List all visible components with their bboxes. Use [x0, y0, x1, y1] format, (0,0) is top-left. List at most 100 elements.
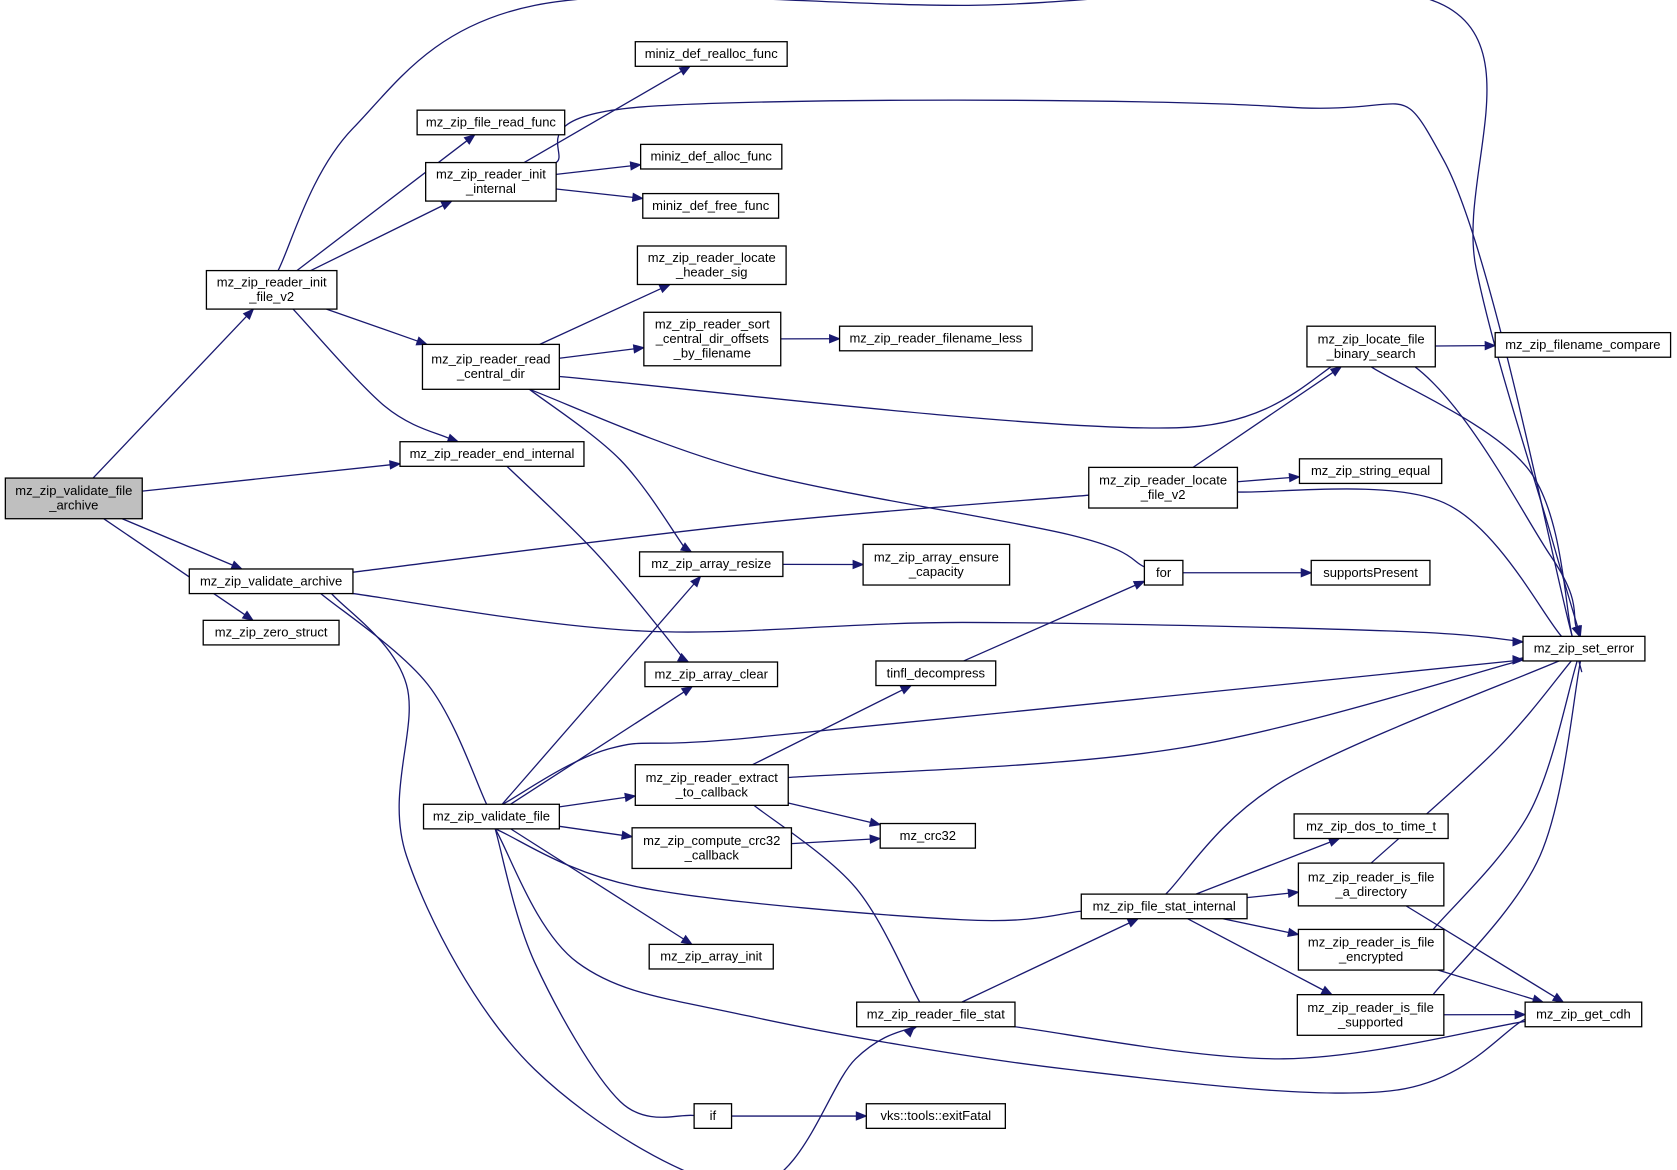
node-set_error[interactable]: mz_zip_set_error [1522, 635, 1646, 662]
node-label: mz_zip_reader_extract [646, 770, 779, 785]
node-is_dir[interactable]: mz_zip_reader_is_file_a_directory [1297, 862, 1445, 907]
node-for[interactable]: for [1143, 559, 1184, 586]
node-box[interactable] [1088, 466, 1239, 509]
node-box[interactable] [1143, 559, 1184, 586]
node-box[interactable] [875, 660, 997, 687]
node-box[interactable] [425, 161, 557, 202]
node-is_sup[interactable]: mz_zip_reader_is_file_supported [1296, 993, 1445, 1036]
node-str_equal[interactable]: mz_zip_string_equal [1298, 458, 1443, 485]
node-box[interactable] [862, 543, 1011, 586]
node-box[interactable] [648, 943, 774, 970]
node-box[interactable] [188, 568, 354, 595]
node-box[interactable] [636, 245, 787, 286]
node-get_cdh[interactable]: mz_zip_get_cdh [1524, 1001, 1643, 1028]
node-box[interactable] [416, 109, 566, 136]
node-validate_file[interactable]: mz_zip_validate_file [422, 803, 561, 830]
node-box[interactable] [865, 1103, 1006, 1129]
node-box[interactable] [634, 764, 789, 806]
node-box[interactable] [644, 661, 779, 688]
node-root[interactable]: mz_zip_validate_file_archive [4, 477, 143, 520]
node-box[interactable] [1522, 635, 1646, 662]
node-zero_struct[interactable]: mz_zip_zero_struct [202, 619, 340, 646]
node-box[interactable] [399, 441, 585, 467]
node-init_internal[interactable]: mz_zip_reader_init_internal [425, 161, 557, 202]
node-box[interactable] [638, 551, 784, 578]
node-box[interactable] [1306, 325, 1436, 368]
node-box[interactable] [1297, 928, 1445, 971]
node-label: _callback [684, 847, 740, 862]
node-box[interactable] [421, 343, 561, 390]
node-locate_hdr[interactable]: mz_zip_reader_locate_header_sig [636, 245, 787, 286]
node-array_init[interactable]: mz_zip_array_init [648, 943, 774, 970]
edge-file_stat-to-stat_internal [961, 922, 1130, 1003]
node-box[interactable] [205, 269, 338, 310]
node-label: mz_zip_array_resize [651, 556, 771, 571]
node-is_enc[interactable]: mz_zip_reader_is_file_encrypted [1297, 928, 1445, 971]
node-box[interactable] [639, 143, 783, 170]
node-stat_internal[interactable]: mz_zip_file_stat_internal [1080, 893, 1248, 920]
edge-file_stat-to-get_cdh [994, 1017, 1547, 1060]
node-dos_time[interactable]: mz_zip_dos_to_time_t [1293, 813, 1449, 840]
node-box[interactable] [1297, 862, 1445, 907]
node-crc32[interactable]: mz_crc32 [879, 822, 977, 849]
arrowhead-stat_internal-to-is_sup [1320, 985, 1334, 996]
node-supports[interactable]: supportsPresent [1310, 559, 1431, 586]
node-box[interactable] [856, 1001, 1016, 1028]
node-array_ensure[interactable]: mz_zip_array_ensure_capacity [862, 543, 1011, 586]
node-file_read_func[interactable]: mz_zip_file_read_func [416, 109, 566, 136]
node-box[interactable] [422, 803, 561, 830]
node-fname_less[interactable]: mz_zip_reader_filename_less [838, 325, 1033, 352]
node-crc32_cb[interactable]: mz_zip_compute_crc32_callback [631, 827, 793, 870]
node-validate_archive[interactable]: mz_zip_validate_archive [188, 568, 354, 595]
node-array_clear[interactable]: mz_zip_array_clear [644, 661, 779, 688]
arrowhead-validate_file-to-extract_cb [624, 792, 637, 803]
node-bsearch[interactable]: mz_zip_locate_file_binary_search [1306, 325, 1436, 368]
node-box[interactable] [879, 822, 977, 849]
arrowhead-extract_cb-to-set_error [1512, 655, 1525, 665]
node-box[interactable] [634, 41, 788, 67]
node-read_cdir[interactable]: mz_zip_reader_read_central_dir [421, 343, 561, 390]
node-box[interactable] [202, 619, 340, 646]
arrowhead-locate_v2-to-str_equal [1288, 472, 1301, 483]
node-box[interactable] [1298, 458, 1443, 485]
node-box[interactable] [643, 311, 782, 367]
node-label: mz_zip_validate_file [433, 809, 550, 824]
node-box[interactable] [1293, 813, 1449, 840]
node-label: mz_zip_reader_filename_less [849, 331, 1022, 346]
node-label: mz_zip_set_error [1534, 641, 1635, 656]
arrowhead-stat_internal-to-is_dir [1287, 888, 1300, 899]
node-box[interactable] [642, 192, 780, 219]
node-box[interactable] [838, 325, 1033, 352]
arrowhead-stat_internal-to-is_enc [1287, 927, 1300, 937]
node-label: mz_crc32 [900, 828, 956, 843]
node-locate_v2[interactable]: mz_zip_reader_locate_file_v2 [1088, 466, 1239, 509]
node-file_stat[interactable]: mz_zip_reader_file_stat [856, 1001, 1016, 1028]
node-box[interactable] [4, 477, 143, 520]
node-exitfatal[interactable]: vks::tools::exitFatal [865, 1103, 1006, 1129]
node-label: _encrypted [1338, 949, 1403, 964]
arrowhead-read_cdir-to-locate_hdr [658, 283, 672, 294]
node-extract_cb[interactable]: mz_zip_reader_extract_to_callback [634, 764, 789, 806]
edge-is_dir-to-get_cdh [1405, 905, 1556, 998]
node-label: _capacity [908, 564, 964, 579]
node-label: _a_directory [1334, 884, 1407, 899]
node-array_resize[interactable]: mz_zip_array_resize [638, 551, 784, 578]
node-box[interactable] [1524, 1001, 1643, 1028]
node-box[interactable] [1296, 993, 1445, 1036]
node-box[interactable] [631, 827, 793, 870]
node-box[interactable] [1494, 331, 1672, 358]
node-if[interactable]: if [693, 1103, 733, 1129]
node-box[interactable] [693, 1103, 733, 1129]
node-sort_cdir[interactable]: mz_zip_reader_sort_central_dir_offsets_b… [643, 311, 782, 367]
node-free[interactable]: miniz_def_free_func [642, 192, 780, 219]
node-box[interactable] [1080, 893, 1248, 920]
node-label: mz_zip_validate_archive [200, 573, 342, 588]
node-fname_cmp[interactable]: mz_zip_filename_compare [1494, 331, 1672, 358]
node-alloc[interactable]: miniz_def_alloc_func [639, 143, 783, 170]
node-realloc[interactable]: miniz_def_realloc_func [634, 41, 788, 67]
edge-extract_cb-to-tinfl [752, 689, 903, 766]
node-init_v2[interactable]: mz_zip_reader_init_file_v2 [205, 269, 338, 310]
node-box[interactable] [1310, 559, 1431, 586]
node-end_internal[interactable]: mz_zip_reader_end_internal [399, 441, 585, 467]
node-tinfl[interactable]: tinfl_decompress [875, 660, 997, 687]
